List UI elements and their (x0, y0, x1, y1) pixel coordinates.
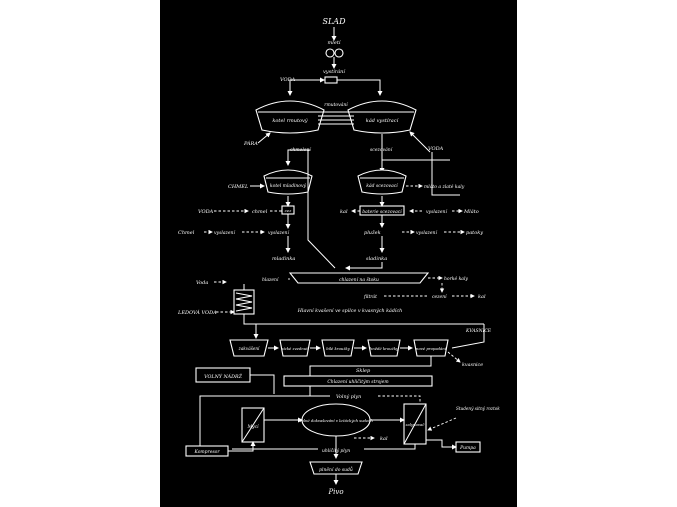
line-voda-right (409, 131, 431, 153)
fermentation-stage-4 (367, 339, 401, 357)
kad-vystiraci-vessel (347, 100, 417, 134)
label-nadoba: Volné dokvašování v ležáckých sudech (299, 418, 373, 423)
label-slad: SLAD (323, 17, 347, 26)
label-voda-left: VODA (198, 209, 214, 215)
label-baterie: baterie scezovací (362, 208, 402, 215)
label-sladinka: sladinka (366, 256, 387, 262)
rmutovani-lines (318, 111, 354, 125)
label-ledova-voda: LEDOVÁ VODA (177, 309, 217, 316)
label-cezeni: cezení (432, 293, 447, 300)
label-kad-vystiraci: kád vystírací (366, 117, 400, 124)
label-hlavni-kvaseni: Hlavní kvašení ve spilce v kvasných kádí… (297, 307, 403, 314)
label-mlato-ctvrte: mláto a zlaté kaly (424, 183, 465, 190)
brewing-process-flowchart: SLAD mletí vystírání VODA kotel rmutový … (177, 17, 500, 496)
label-studeny-rostok: Studený sitný roztok (456, 406, 500, 411)
label-kompresor: Kompresor (193, 449, 220, 455)
label-kal-bottom: kal (380, 436, 388, 442)
line-voda-down (431, 152, 460, 196)
label-vyslazeni2: vyslazení (214, 229, 235, 236)
label-vystirani: vystírání (323, 68, 346, 75)
label-vyslazeni3: vyslazení (268, 229, 289, 236)
label-hlazeni: hlazení (262, 276, 279, 283)
label-patoky: patoky (466, 230, 483, 236)
kad-scezovaci-vessel (357, 169, 407, 195)
fermentation-stage-2 (279, 339, 311, 357)
line-mladinka-cool (307, 150, 336, 269)
water-meter-box (324, 76, 338, 84)
label-vyslazeni4: vyslazení (416, 229, 437, 236)
mycka-diagonal (241, 407, 265, 443)
line-kvasnice (451, 324, 485, 349)
label-kotel: kotel rmutový (272, 117, 307, 124)
line-studeny (427, 417, 457, 431)
label-kad-scezovaci: kád scezovací (366, 182, 398, 189)
label-volny-plyn: Volný plyn (336, 393, 361, 400)
label-kvasnice-top: KVASNICE (465, 328, 492, 334)
label-mlato: Mláto (463, 208, 479, 215)
line-to-fermenters (243, 314, 484, 325)
label-voda-top: VODA (280, 77, 296, 83)
label-pivo: Pivo (327, 488, 343, 496)
label-para: PÁRA (243, 140, 258, 147)
label-stage4: hnědé kroužky (370, 346, 399, 351)
label-scezovani: scezování (370, 146, 393, 153)
line-volny-plyn-right (378, 395, 421, 404)
kotel-mladinovy-vessel (263, 169, 313, 195)
label-plneni: plnění do sudů (319, 466, 353, 473)
label-voda-right: VODA (428, 146, 444, 152)
kotel-rmutovy-vessel (255, 100, 325, 134)
chlazeni-vat (288, 272, 430, 284)
zalynovac-diagonal (403, 403, 427, 445)
chlazeni-bar (283, 375, 433, 387)
label-vyslazeni: vyslazení (426, 208, 447, 215)
fermentation-stage-5 (413, 339, 449, 357)
label-chmel-left: chmel (252, 209, 268, 215)
line-kompresor (228, 441, 256, 452)
line-to-kotel-mlad (285, 149, 310, 166)
label-rmutovani: rmutování (324, 101, 348, 108)
label-kotel-mladinovy: kotel mladinový (270, 182, 307, 189)
label-kvasnice: kvasnice (462, 362, 483, 368)
label-chlazeni-sklep: Chlazení uhličitým strojem (327, 378, 388, 385)
line-to-kad (337, 79, 383, 96)
fermentation-stage-3 (321, 339, 355, 357)
label-zalynovac: zalynovač (405, 422, 426, 427)
label-sklep: Sklep (356, 368, 371, 374)
label-mleti: mletí (328, 39, 342, 46)
label-chmel: CHMEL (228, 184, 249, 190)
label-cez: cez (285, 208, 293, 213)
mill-rollers-icon (325, 48, 344, 58)
label-stage5: nové propadání (416, 346, 447, 351)
line-to-kotel (287, 79, 325, 96)
counterflow-cooler-icon (233, 289, 255, 315)
label-chlazeni-stoku: chlazení na štoku (339, 276, 379, 283)
label-pumpa: Pumpa (459, 445, 476, 451)
label-pluzek: plužek (364, 229, 381, 236)
line-to-pumpa (426, 439, 457, 450)
line-uhlicity-right (364, 444, 416, 450)
label-mycka: Mycí (246, 423, 259, 430)
line-sladinka-cool (345, 262, 383, 271)
label-kal: kal (340, 209, 348, 215)
label-voda-cool: Voda (196, 280, 208, 286)
line-para (257, 132, 271, 144)
label-filtrat: filtrát (363, 293, 377, 300)
plneni-box (309, 461, 363, 475)
fermentation-stage-1 (229, 339, 269, 357)
label-stage2: nízké zvednutí (281, 346, 310, 351)
line-nadrz (250, 374, 275, 394)
label-mladinka: mladinka (272, 256, 295, 262)
label-kal-right: kal (478, 294, 486, 300)
label-volny-nadrz: VOLNÝ NÁDRŽ (204, 372, 243, 380)
label-horke-kaly: horké kaly (444, 275, 468, 282)
line-volny-plyn-left (199, 395, 330, 448)
label-zakvaseni: zakvášení (238, 346, 260, 351)
label-chmelovice: Chmel (178, 230, 195, 236)
label-stage3: bílé kroužky (326, 346, 350, 351)
line-to-kvasnice (447, 351, 461, 363)
